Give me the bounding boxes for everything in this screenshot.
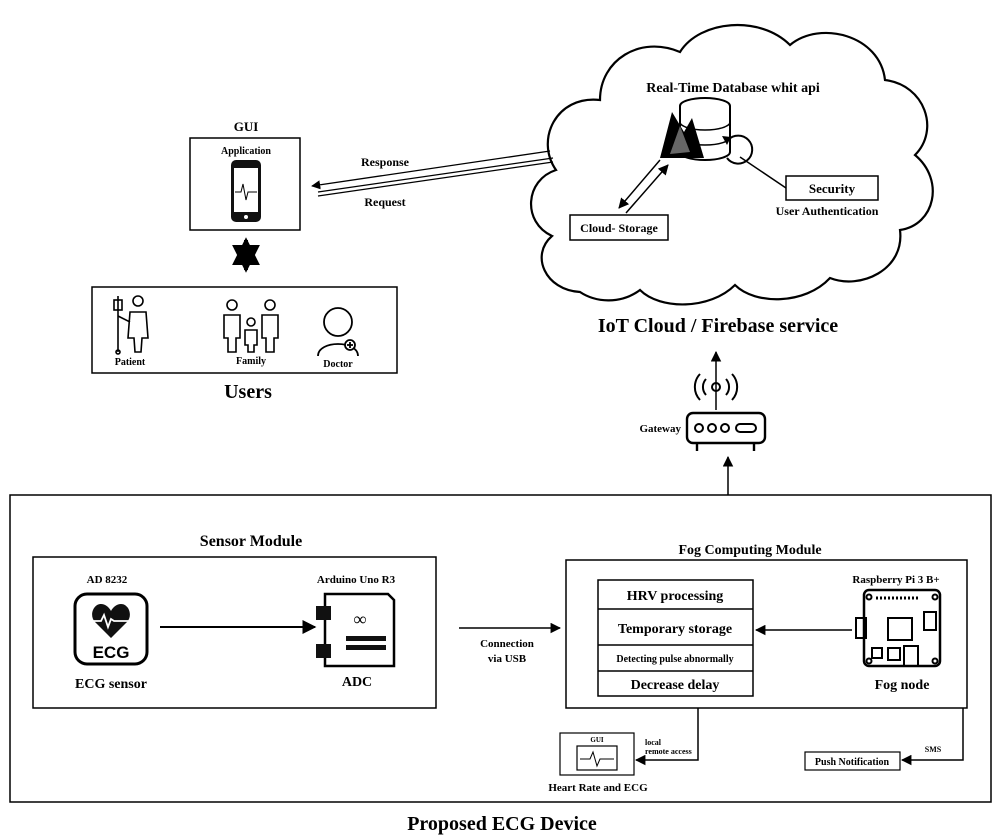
fog-function-detect: Detecting pulse abnormally xyxy=(616,654,733,665)
doctor-label: Doctor xyxy=(323,359,353,370)
gateway-label: Gateway xyxy=(639,423,681,435)
fog-node-caption: Fog node xyxy=(875,678,930,693)
response-label: Response xyxy=(361,155,410,169)
connection-usb-label: via USB xyxy=(488,653,527,665)
raspberry-pi-icon xyxy=(855,588,942,668)
cloud-storage-label: Cloud- Storage xyxy=(580,221,658,235)
proposed-device-title: Proposed ECG Device xyxy=(407,813,597,835)
push-notification-box xyxy=(804,751,901,771)
svg-text:ECG: ECG xyxy=(93,643,130,662)
remote-access-label: remote access xyxy=(645,747,692,756)
fog-module-title: Fog Computing Module xyxy=(678,543,821,558)
smartphone-icon xyxy=(231,160,261,222)
heart-rate-ecg-caption: Heart Rate and ECG xyxy=(548,782,648,794)
sensor-module-title: Sensor Module xyxy=(200,533,302,550)
raspberry-pi-label: Raspberry Pi 3 B+ xyxy=(852,574,939,586)
router-icon xyxy=(685,411,767,451)
gui-title: GUI xyxy=(234,119,259,134)
users-title: Users xyxy=(224,381,272,403)
fog-functions-stack: HRV processing Temporary storage Detecti… xyxy=(597,579,754,697)
doctor-icon xyxy=(317,307,359,357)
sms-label: SMS xyxy=(925,745,942,754)
local-access-label: local xyxy=(645,738,662,747)
arduino-board-icon: ∞ xyxy=(316,592,396,668)
sensor-module-box xyxy=(32,556,437,709)
ecg-chip-label: AD 8232 xyxy=(87,574,128,586)
ecg-sensor-caption: ECG sensor xyxy=(75,677,147,692)
wifi-signal-icon xyxy=(693,373,739,401)
security-box xyxy=(785,175,879,201)
adc-caption: ADC xyxy=(342,675,372,690)
patient-icon xyxy=(113,295,149,355)
family-icon xyxy=(223,299,279,353)
iot-cloud-title: IoT Cloud / Firebase service xyxy=(598,315,838,337)
heart-ecg-icon: ECG xyxy=(73,592,149,666)
fog-function-storage: Temporary storage xyxy=(618,622,732,637)
connection-label: Connection xyxy=(480,638,534,650)
patient-label: Patient xyxy=(115,357,146,368)
arduino-label: Arduino Uno R3 xyxy=(317,574,396,586)
cloud-storage-box xyxy=(569,214,669,241)
user-authentication-label: User Authentication xyxy=(776,204,879,218)
fog-module-box xyxy=(565,559,968,709)
fog-function-hrv: HRV processing xyxy=(627,589,724,604)
proposed-device-box xyxy=(9,494,992,803)
monitor-ecg-icon xyxy=(576,745,618,771)
request-label: Request xyxy=(364,195,405,209)
cloud-shape xyxy=(529,24,934,306)
security-label: Security xyxy=(809,181,856,196)
local-gui-monitor: GUI xyxy=(559,732,635,776)
database-label: Real-Time Database whit api xyxy=(646,81,820,96)
iot-cloud: Real-Time Database whit api Cloud- Stora… xyxy=(529,24,934,306)
fog-function-delay: Decrease delay xyxy=(631,678,720,693)
local-gui-title: GUI xyxy=(590,736,604,744)
sync-icon xyxy=(722,134,754,165)
family-label: Family xyxy=(236,356,266,367)
push-notification-label: Push Notification xyxy=(815,757,890,768)
svg-text:∞: ∞ xyxy=(354,609,367,629)
gui-app-label: Application xyxy=(221,146,271,157)
